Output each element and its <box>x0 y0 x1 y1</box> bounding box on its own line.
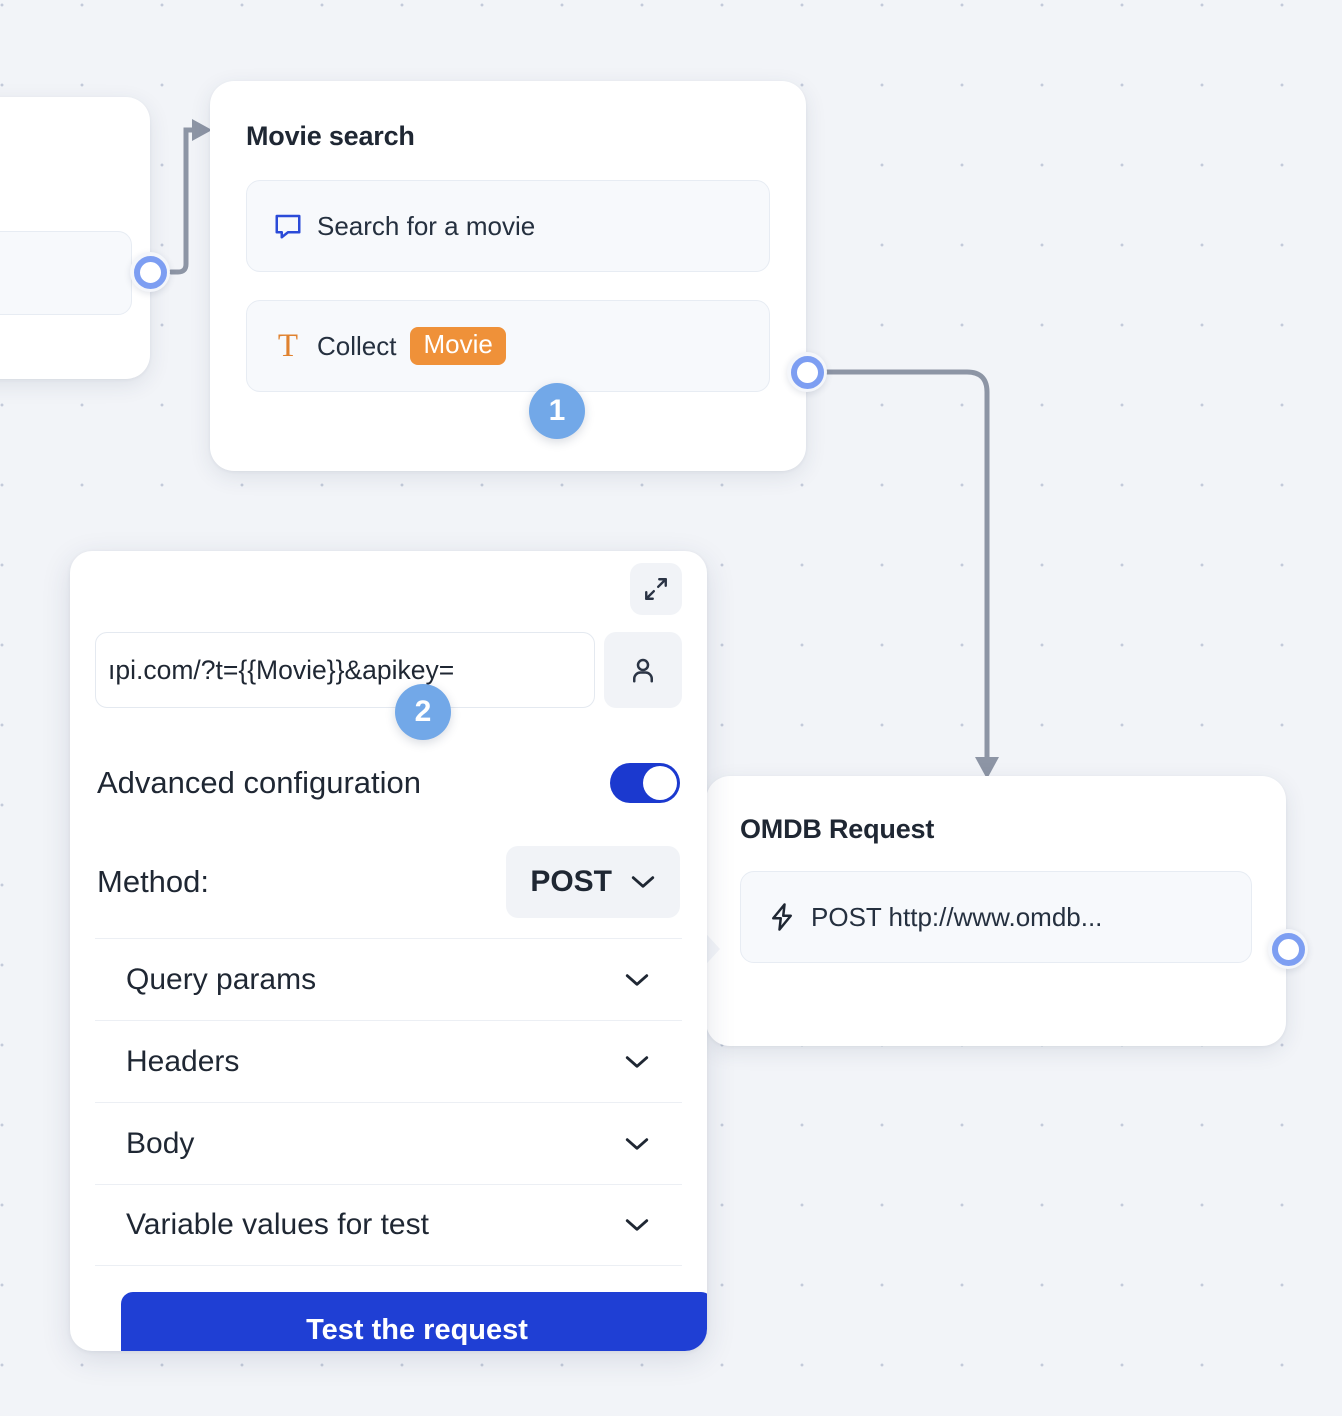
speech-bubble-icon <box>273 211 303 241</box>
omdb-request-title: OMDB Request <box>740 814 935 844</box>
accordion-label-body: Body <box>126 1126 195 1160</box>
previous-node-row[interactable] <box>0 231 132 315</box>
expand-diagonal-icon[interactable] <box>630 563 682 615</box>
chevron-down-icon <box>625 973 649 986</box>
previous-node-card[interactable] <box>0 97 150 379</box>
omdb-request-row-label: POST http://www.omdb... <box>811 901 1103 932</box>
advanced-configuration-toggle[interactable] <box>610 763 680 803</box>
movie-search-row-collect-label: Collect <box>317 330 397 361</box>
port-movie-search-output[interactable] <box>787 352 827 392</box>
variable-chip-movie[interactable]: Movie <box>410 327 506 365</box>
accordion-label-headers: Headers <box>126 1044 240 1078</box>
request-config-panel: ıpi.com/?t={{Movie}}&apikey= Advanced co… <box>70 551 707 1351</box>
advanced-configuration-row: Advanced configuration <box>95 763 682 803</box>
chevron-down-icon <box>625 1137 649 1150</box>
chevron-down-icon <box>625 1055 649 1068</box>
advanced-configuration-label: Advanced configuration <box>97 765 422 800</box>
method-label: Method: <box>97 864 210 899</box>
person-icon[interactable] <box>604 632 682 708</box>
method-select[interactable]: POST <box>506 846 680 918</box>
accordion-label-query-params: Query params <box>126 962 317 996</box>
request-url-value: ıpi.com/?t={{Movie}}&apikey= <box>108 654 455 685</box>
omdb-request-row[interactable]: POST http://www.omdb... <box>740 871 1252 963</box>
accordion-item-variable-values[interactable]: Variable values for test <box>95 1184 682 1266</box>
movie-search-node[interactable]: Movie search Search for a movie T Collec… <box>210 81 806 471</box>
url-row: ıpi.com/?t={{Movie}}&apikey= <box>95 632 682 708</box>
movie-search-title: Movie search <box>246 121 415 151</box>
method-select-value: POST <box>530 865 612 898</box>
method-row: Method: POST <box>95 846 682 918</box>
lightning-bolt-icon <box>767 902 797 932</box>
port-previous-output[interactable] <box>130 252 170 292</box>
accordion-item-body[interactable]: Body <box>95 1102 682 1184</box>
omdb-request-node[interactable]: OMDB Request POST http://www.omdb... <box>706 776 1286 1046</box>
movie-search-row-collect[interactable]: T Collect Movie <box>246 300 770 392</box>
request-accordion: Query params Headers Body Variable value… <box>95 938 682 1266</box>
step-badge-1: 1 <box>529 383 585 439</box>
text-t-icon: T <box>277 327 299 364</box>
step-badge-2: 2 <box>395 684 451 740</box>
accordion-item-query-params[interactable]: Query params <box>95 938 682 1020</box>
port-omdb-output[interactable] <box>1268 929 1308 969</box>
request-url-input[interactable]: ıpi.com/?t={{Movie}}&apikey= <box>95 632 595 708</box>
chevron-down-icon <box>625 1219 649 1231</box>
movie-search-row-search[interactable]: Search for a movie <box>246 180 770 272</box>
movie-search-row-search-label: Search for a movie <box>317 210 536 241</box>
accordion-label-variable-values: Variable values for test <box>126 1208 429 1241</box>
accordion-item-headers[interactable]: Headers <box>95 1020 682 1102</box>
test-request-button[interactable]: Test the request <box>121 1292 707 1351</box>
chevron-down-icon <box>631 876 655 888</box>
